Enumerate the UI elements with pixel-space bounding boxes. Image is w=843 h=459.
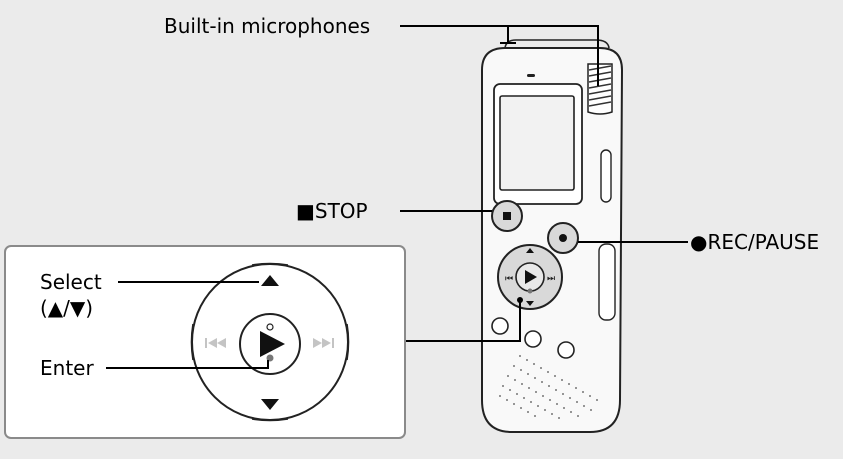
control-key-callout-dot xyxy=(517,297,523,303)
stop-label: ■STOP xyxy=(296,199,368,223)
voice-recorder: ⏮ ⏭ xyxy=(481,39,624,433)
microphones-callout-left xyxy=(400,25,509,42)
enter-dot xyxy=(266,354,274,362)
triangle-up-icon[interactable] xyxy=(261,275,279,286)
control-key-inset xyxy=(4,245,406,439)
enter-dot-small xyxy=(527,288,533,294)
svg-text:⏮: ⏮ xyxy=(505,274,513,284)
rec-pause-button[interactable] xyxy=(547,222,579,254)
next-track-icon xyxy=(313,338,334,348)
microphones-label: Built-in microphones xyxy=(164,14,370,38)
small-button-left[interactable] xyxy=(491,317,509,335)
small-button-right[interactable] xyxy=(557,341,575,359)
display-screen xyxy=(499,95,575,191)
enter-label: Enter xyxy=(40,356,94,380)
device-top-edge xyxy=(504,39,610,49)
stop-icon xyxy=(503,212,511,220)
indicator-slot xyxy=(527,74,535,77)
microphones-callout-right xyxy=(508,25,599,86)
select-label: Select xyxy=(40,270,102,294)
stop-button[interactable] xyxy=(491,200,523,232)
hold-switch xyxy=(600,149,612,203)
play-icon xyxy=(260,331,285,357)
control-key[interactable]: ⏮ ⏭ xyxy=(497,244,563,310)
triangle-down-icon[interactable] xyxy=(261,399,279,410)
microphone-grille xyxy=(587,63,613,115)
center-marker-icon xyxy=(266,323,274,331)
enter-callout xyxy=(106,360,269,369)
svg-text:⏭: ⏭ xyxy=(547,274,555,284)
down-icon-small xyxy=(526,301,534,306)
select-sub-label: (▲/▼) xyxy=(40,296,93,320)
previous-track-icon xyxy=(205,338,226,348)
speaker-grille xyxy=(499,355,598,419)
play-icon-small xyxy=(525,270,537,284)
side-slider xyxy=(598,243,616,321)
small-button-middle[interactable] xyxy=(524,330,542,348)
record-icon xyxy=(559,234,567,242)
up-icon-small xyxy=(526,248,534,253)
rec-pause-label: ●REC/PAUSE xyxy=(690,230,819,254)
